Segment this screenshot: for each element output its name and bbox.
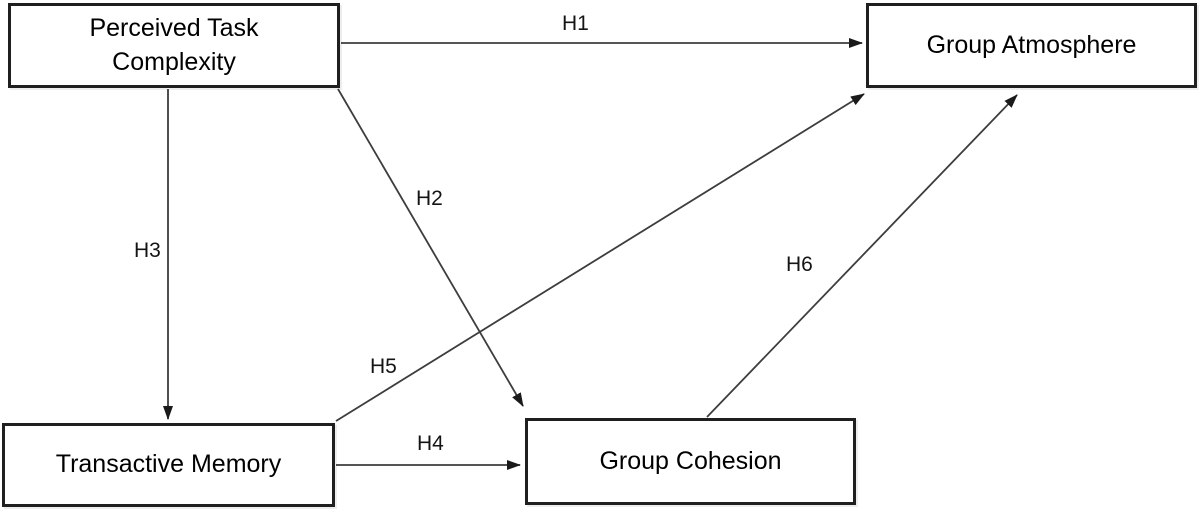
node-transactive-memory: Transactive Memory xyxy=(2,423,335,507)
edge-label-h2: H2 xyxy=(416,187,443,210)
node-label: Perceived Task Complexity xyxy=(89,13,259,76)
edge-label-h3: H3 xyxy=(134,239,161,262)
edge-label-h1: H1 xyxy=(562,12,589,35)
node-group-cohesion: Group Cohesion xyxy=(525,418,856,505)
edge-h5-arrow xyxy=(335,93,865,422)
edge-h6-arrow xyxy=(706,94,1018,418)
edge-label-h5: H5 xyxy=(370,355,397,378)
node-perceived-task-complexity: Perceived Task Complexity xyxy=(8,3,340,88)
node-label: Group Cohesion xyxy=(599,446,782,475)
edge-label-h6: H6 xyxy=(786,253,813,276)
node-label: Group Atmosphere xyxy=(926,30,1137,59)
node-group-atmosphere: Group Atmosphere xyxy=(866,3,1197,88)
edge-h2-arrow xyxy=(337,88,524,407)
edge-label-h4: H4 xyxy=(417,432,444,455)
node-label: Transactive Memory xyxy=(55,450,282,479)
